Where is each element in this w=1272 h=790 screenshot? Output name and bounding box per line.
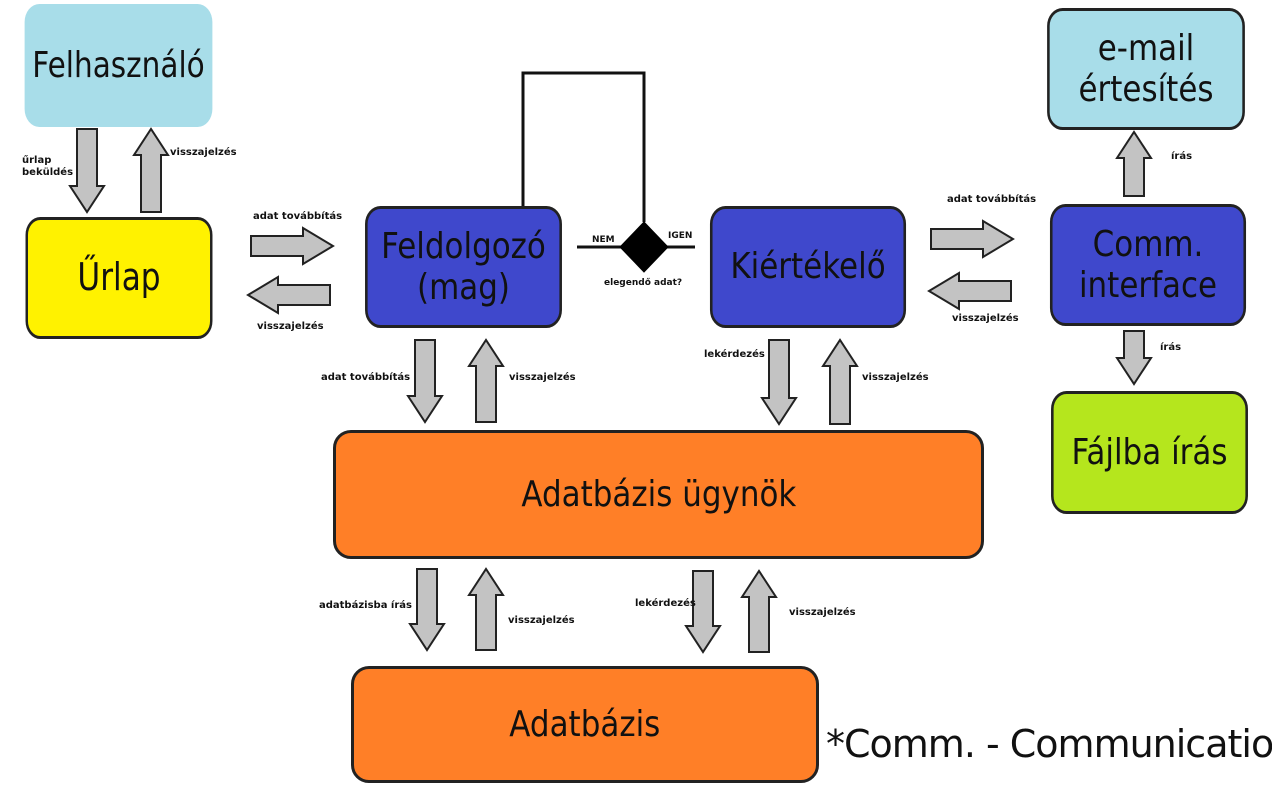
diamond-decision-icon — [619, 221, 669, 273]
visszajelzes-db-right-label: visszajelzés — [789, 607, 856, 618]
decision-no-label: NEM — [592, 235, 615, 245]
adatbazisba-iras-label: adatbázisba írás — [319, 600, 412, 611]
comm-interface-box: Comm. interface — [1049, 204, 1247, 326]
arrow-adat-tovabbitas-db — [406, 339, 444, 424]
arrow-adat-tovabbitas-comm — [930, 219, 1015, 259]
decision-yes-label: IGEN — [668, 231, 693, 241]
visszajelzes-db-left-label: visszajelzés — [508, 615, 575, 626]
urlap-box: Űrlap — [25, 217, 213, 339]
adatbazis-box: Adatbázis — [351, 666, 819, 783]
kiertekelo-label: Kiértékelő — [730, 246, 886, 288]
lekerdezes-kiertekelo-label: lekérdezés — [704, 349, 765, 360]
arrow-lekerdezes-db — [684, 570, 722, 654]
urlap-bekuldes-label: űrlap beküldés — [22, 155, 74, 178]
arrow-urlap-bekuldes — [68, 128, 106, 214]
arrow-lekerdezes-kiertekelo — [760, 339, 798, 426]
arrow-visszajelzes-feldolgozo — [467, 338, 505, 423]
arrow-adatbazisba-iras — [408, 568, 446, 652]
lekerdezes-db-label: lekérdezés — [635, 598, 696, 609]
fajlba-iras-box: Fájlba írás — [1051, 391, 1248, 514]
iras-email-label: írás — [1171, 151, 1193, 162]
urlap-label: Űrlap — [77, 255, 161, 300]
fajlba-iras-label: Fájlba írás — [1071, 431, 1228, 473]
decision-question-label: elegendő adat? — [604, 278, 683, 288]
visszajelzes-urlap-label: visszajelzés — [257, 321, 324, 332]
arrow-visszajelzes-comm — [927, 271, 1012, 311]
kiertekelo-box: Kiértékelő — [709, 206, 907, 328]
arrow-iras-fajl — [1115, 330, 1153, 386]
arrow-visszajelzes-urlap — [246, 275, 331, 315]
felhasznalo-box: Felhasználó — [24, 4, 213, 127]
footnote: *Comm. - Communication — [826, 722, 1272, 766]
adatbazis-ugynok-label: Adatbázis ügynök — [521, 473, 796, 515]
adat-tovabbitas-urlap-label: adat továbbítás — [253, 211, 343, 222]
feldolgozo-label-line1: Feldolgozó — [381, 225, 546, 267]
felhasznalo-label: Felhasználó — [32, 44, 205, 86]
loop-line — [521, 71, 646, 222]
visszajelzes-kiertekelo-label: visszajelzés — [862, 372, 929, 383]
adatbazis-label: Adatbázis — [509, 703, 661, 745]
visszajelzes-feldolgozo-label: visszajelzés — [509, 372, 576, 383]
adat-tovabbitas-comm-label: adat továbbítás — [947, 194, 1037, 205]
iras-fajl-label: írás — [1160, 342, 1182, 353]
visszajelzes-user-label: visszajelzés — [170, 147, 237, 158]
feldolgozo-label-line2: (mag) — [417, 267, 510, 308]
comm-label-line1: Comm. — [1092, 223, 1204, 265]
arrow-visszajelzes-db-left — [467, 567, 505, 651]
email-box: e-mail értesítés — [1047, 8, 1245, 130]
arrow-iras-email — [1115, 130, 1153, 197]
adat-tovabbitas-db-label: adat továbbítás — [321, 372, 411, 383]
visszajelzes-comm-label: visszajelzés — [952, 313, 1019, 324]
arrow-visszajelzes-db-right — [740, 569, 778, 653]
arrow-visszajelzes-user — [132, 127, 170, 213]
arrow-visszajelzes-kiertekelo — [821, 338, 859, 425]
feldolgozo-box: Feldolgozó (mag) — [365, 206, 562, 328]
email-label-line2: értesítés — [1078, 69, 1214, 110]
adatbazis-ugynok-box: Adatbázis ügynök — [333, 430, 984, 559]
email-label-line1: e-mail — [1097, 27, 1195, 69]
comm-label-line2: interface — [1078, 265, 1218, 306]
arrow-adat-tovabbitas-urlap — [250, 226, 335, 266]
